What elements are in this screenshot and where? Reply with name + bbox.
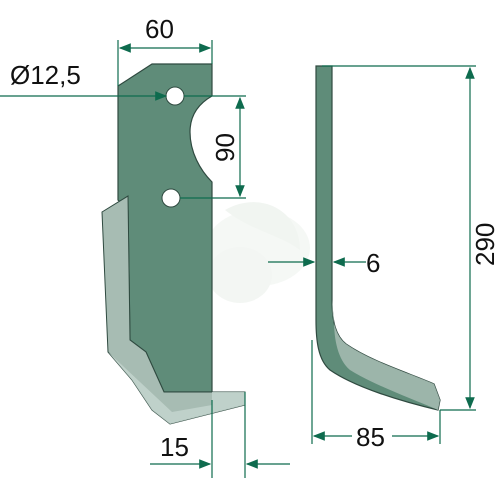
dimension-width-label: 60	[145, 14, 174, 44]
dimension-width-60: 60	[117, 14, 213, 86]
hole-spacing-label: 90	[210, 133, 240, 162]
depth-label: 85	[356, 422, 385, 452]
bend-width-label: 15	[160, 432, 189, 462]
dimension-hole-diameter: Ø12,5	[0, 60, 168, 101]
blade-side-highlight	[332, 300, 440, 410]
dimension-bend-15: 15	[150, 392, 290, 478]
dimension-depth-85: 85	[311, 340, 441, 452]
dimension-height-290: 290	[322, 65, 500, 411]
lower-hole	[161, 188, 181, 208]
dimension-thickness-6: 6	[268, 248, 380, 278]
blade-side-view	[315, 65, 441, 411]
blade-front-highlight	[108, 352, 245, 424]
thickness-label: 6	[366, 248, 380, 278]
logo-watermark-icon	[206, 202, 310, 303]
height-label: 290	[470, 223, 500, 266]
upper-hole	[165, 86, 185, 106]
hole-diameter-label: Ø12,5	[10, 60, 81, 90]
blade-side-profile	[315, 65, 441, 411]
dimension-hole-spacing-90: 90	[180, 95, 246, 199]
